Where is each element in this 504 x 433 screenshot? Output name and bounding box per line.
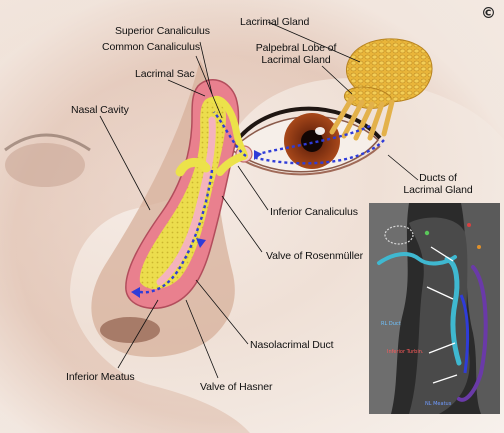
label-lacrimal-gland: Lacrimal Gland	[240, 16, 309, 28]
copyright-mark: ©	[481, 4, 496, 22]
label-nasolacrimal-duct: Nasolacrimal Duct	[250, 339, 334, 351]
ct-scan-inset: RL Duct Inferior Turbin. NL Meatus	[369, 203, 500, 414]
label-superior-canaliculus: Superior Canaliculus	[115, 25, 210, 37]
far-eye	[5, 143, 85, 187]
label-lacrimal-sac: Lacrimal Sac	[135, 68, 195, 80]
ct-marker-red	[467, 223, 471, 227]
label-palpebral-lobe: Palpebral Lobe of Lacrimal Gland	[246, 42, 346, 66]
ct-label-rl-duct: RL Duct	[381, 321, 401, 327]
ct-marker-green	[425, 231, 429, 235]
label-nasal-cavity: Nasal Cavity	[71, 104, 129, 116]
label-ducts-line1: Ducts of	[398, 172, 478, 184]
label-inferior-canaliculus: Inferior Canaliculus	[270, 206, 358, 218]
ct-label-nl-meatus: NL Meatus	[425, 401, 451, 407]
eye-reflection	[315, 127, 325, 135]
label-valve-hasner: Valve of Hasner	[200, 381, 272, 393]
ct-marker-orange	[477, 245, 481, 249]
nostril	[100, 317, 160, 343]
label-palpebral-lobe-line2: Lacrimal Gland	[246, 54, 346, 66]
label-inferior-meatus: Inferior Meatus	[66, 371, 135, 383]
label-palpebral-lobe-line1: Palpebral Lobe of	[246, 42, 346, 54]
label-valve-rosenmuller: Valve of Rosenmüller	[266, 250, 363, 262]
ct-scan-image	[369, 203, 500, 414]
ct-label-inferior-turbinate: Inferior Turbin.	[387, 349, 423, 355]
label-ducts-of-gland: Ducts of Lacrimal Gland	[398, 172, 478, 196]
label-ducts-line2: Lacrimal Gland	[398, 184, 478, 196]
label-common-canaliculus: Common Canaliculus	[102, 41, 200, 53]
